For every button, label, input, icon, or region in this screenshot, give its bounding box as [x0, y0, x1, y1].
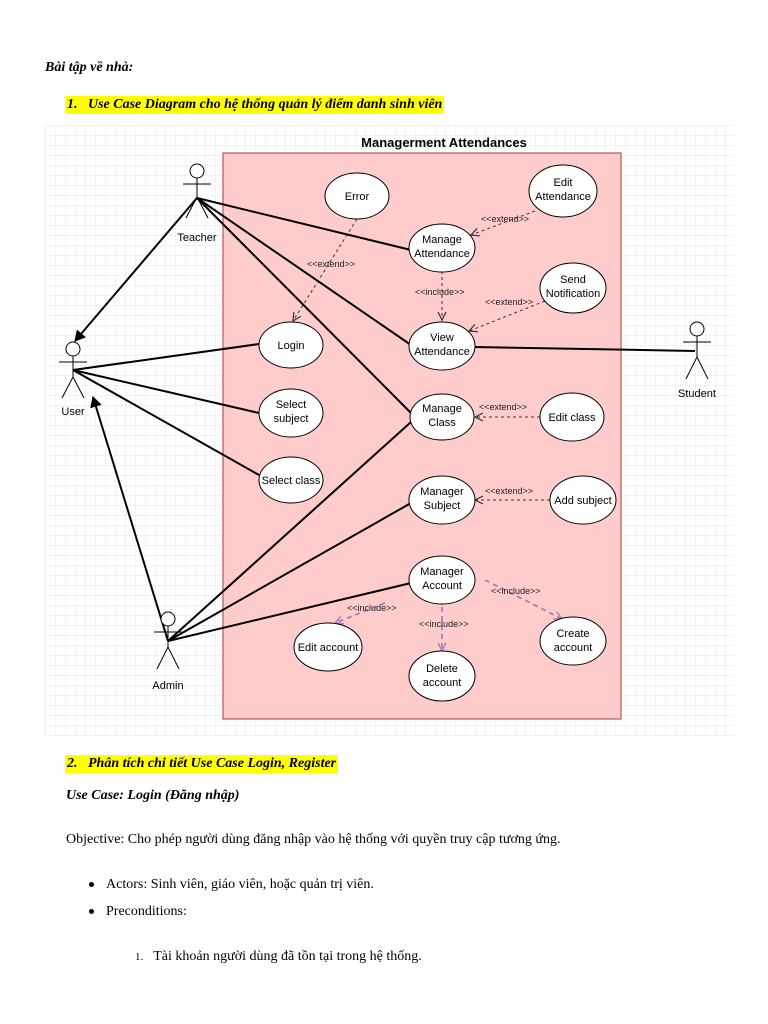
svg-text:Send: Send	[560, 274, 586, 286]
section-title: Bài tập về nhà:	[45, 60, 134, 75]
bullet-icon	[89, 882, 94, 888]
use-case-diagram: Managerment Attendances <<extend>> <<ext…	[45, 125, 735, 737]
svg-text:Edit account: Edit account	[298, 642, 359, 654]
include-label: <<include>>	[347, 603, 397, 613]
extend-label: <<extend>>	[479, 402, 527, 412]
bullet-text: Preconditions:	[106, 904, 187, 919]
actor-student-icon	[683, 321, 711, 380]
heading-1-number: 1.	[67, 97, 78, 112]
actor-student-label: Student	[678, 388, 716, 400]
usecase-add-subject: Add subject	[549, 475, 617, 525]
svg-text:Error: Error	[345, 191, 370, 203]
objective-text: Objective: Cho phép người dùng đăng nhập…	[66, 832, 561, 847]
usecase-title: Use Case: Login (Đăng nhập)	[66, 788, 240, 803]
actor-admin-icon	[154, 611, 182, 670]
svg-text:subject: subject	[274, 413, 309, 425]
svg-text:Create: Create	[556, 628, 589, 640]
svg-text:account: account	[423, 677, 462, 689]
svg-text:Delete: Delete	[426, 663, 458, 675]
extend-label: <<extend>>	[485, 486, 533, 496]
svg-text:Edit class: Edit class	[548, 412, 596, 424]
svg-text:Attendance: Attendance	[414, 248, 470, 260]
bullet-item: Preconditions:	[89, 904, 187, 920]
svg-text:Add subject: Add subject	[554, 495, 611, 507]
svg-text:account: account	[554, 642, 593, 654]
heading-2-text: Phân tích chi tiết Use Case Login, Regis…	[88, 756, 337, 771]
usecase-manager-account: Manager Account	[408, 555, 476, 605]
usecase-send-notification: Send Notification	[539, 262, 607, 314]
svg-text:Class: Class	[428, 417, 456, 429]
system-title: Managerment Attendances	[361, 135, 527, 150]
usecase-manage-attendance: Manage Attendance	[408, 223, 476, 273]
numbered-item: 1. Tài khoản người dùng đã tồn tại trong …	[135, 949, 422, 965]
usecase-manager-subject: Manager Subject	[408, 475, 476, 525]
usecase-edit-class: Edit class	[539, 392, 605, 442]
usecase-edit-attendance: Edit Attendance	[528, 164, 598, 218]
extend-label: <<extend>>	[481, 214, 529, 224]
svg-text:Attendance: Attendance	[414, 346, 470, 358]
actor-teacher-label: Teacher	[177, 232, 216, 244]
heading-2-number: 2.	[67, 756, 78, 771]
include-label: <<include>>	[415, 287, 465, 297]
extend-label: <<extend>>	[307, 259, 355, 269]
actor-user-icon	[59, 341, 87, 399]
svg-text:Edit: Edit	[554, 177, 573, 189]
svg-text:View: View	[430, 332, 454, 344]
svg-text:Notification: Notification	[546, 288, 600, 300]
include-label: <<include>>	[491, 586, 541, 596]
usecase-create-account: Create account	[539, 616, 607, 666]
bullet-text: Actors: Sinh viên, giáo viên, hoặc quản …	[106, 877, 374, 892]
bullet-icon	[89, 909, 94, 915]
svg-text:Manage: Manage	[422, 234, 462, 246]
usecase-manage-class: Manage Class	[409, 393, 475, 441]
svg-text:Account: Account	[422, 580, 462, 592]
usecase-select-subject: Select subject	[258, 388, 324, 438]
svg-text:Login: Login	[278, 340, 305, 352]
bullet-item: Actors: Sinh viên, giáo viên, hoặc quản …	[89, 877, 374, 893]
numbered-item-number: 1.	[135, 951, 144, 963]
numbered-item-text: Tài khoản người dùng đã tồn tại trong hệ…	[153, 949, 422, 964]
actor-user-label: User	[61, 406, 85, 418]
svg-text:Select: Select	[276, 399, 307, 411]
actor-teacher-icon	[183, 163, 211, 219]
actor-admin-label: Admin	[152, 680, 183, 692]
usecase-delete-account: Delete account	[408, 650, 476, 702]
usecase-select-class: Select class	[258, 456, 324, 504]
usecase-login: Login	[258, 321, 324, 369]
heading-2: 2. Phân tích chi tiết Use Case Login, Re…	[65, 755, 339, 773]
extend-label: <<extend>>	[485, 297, 533, 307]
heading-1: 1. Use Case Diagram cho hệ thống quản lý…	[65, 96, 445, 114]
include-label: <<include>>	[419, 619, 469, 629]
svg-text:Subject: Subject	[424, 500, 461, 512]
svg-text:Manage: Manage	[422, 403, 462, 415]
usecase-error: Error	[324, 172, 390, 220]
heading-1-text: Use Case Diagram cho hệ thống quản lý đi…	[88, 97, 443, 112]
svg-text:Attendance: Attendance	[535, 191, 591, 203]
svg-text:Manager: Manager	[420, 486, 464, 498]
svg-text:Manager: Manager	[420, 566, 464, 578]
usecase-view-attendance: View Attendance	[408, 321, 476, 371]
usecase-edit-account: Edit account	[293, 622, 363, 672]
svg-text:Select class: Select class	[262, 475, 321, 487]
